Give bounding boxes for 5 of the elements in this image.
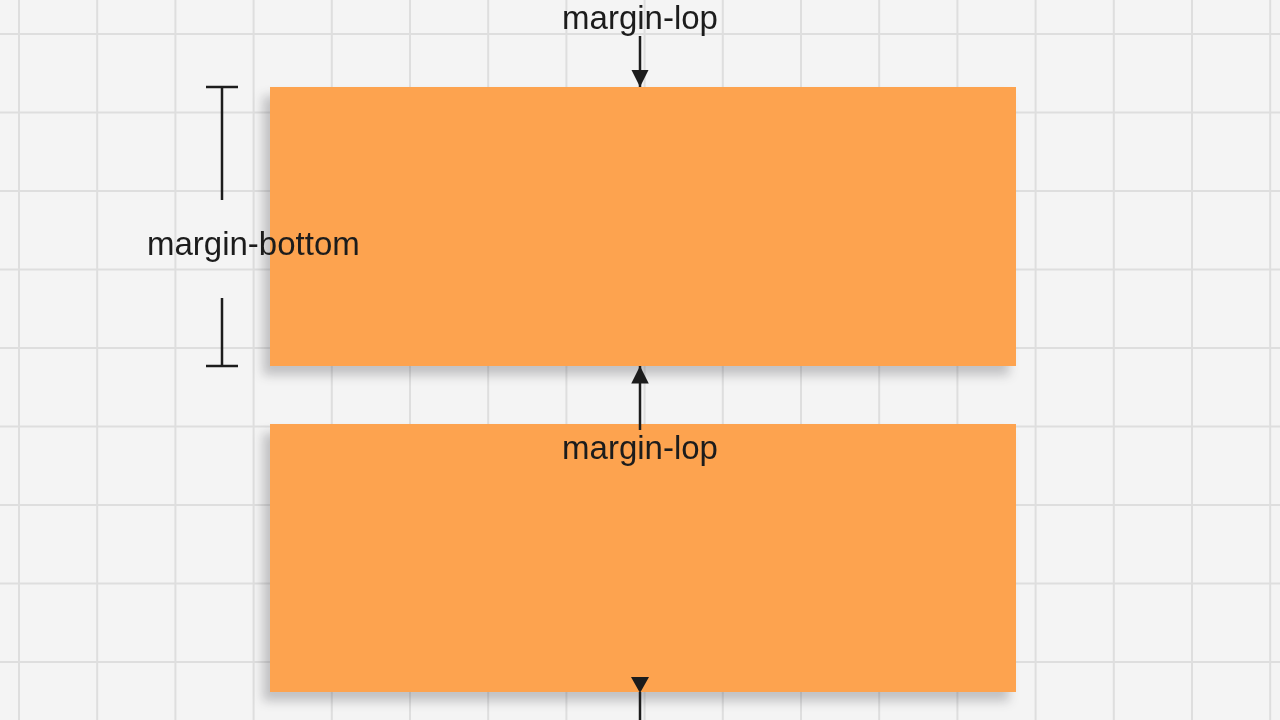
callout-label: margin-lop: [562, 0, 718, 36]
arrow: [631, 366, 649, 430]
arrow: [631, 36, 649, 87]
content-block: [270, 424, 1016, 692]
callout-label: margin-lop: [562, 430, 718, 466]
